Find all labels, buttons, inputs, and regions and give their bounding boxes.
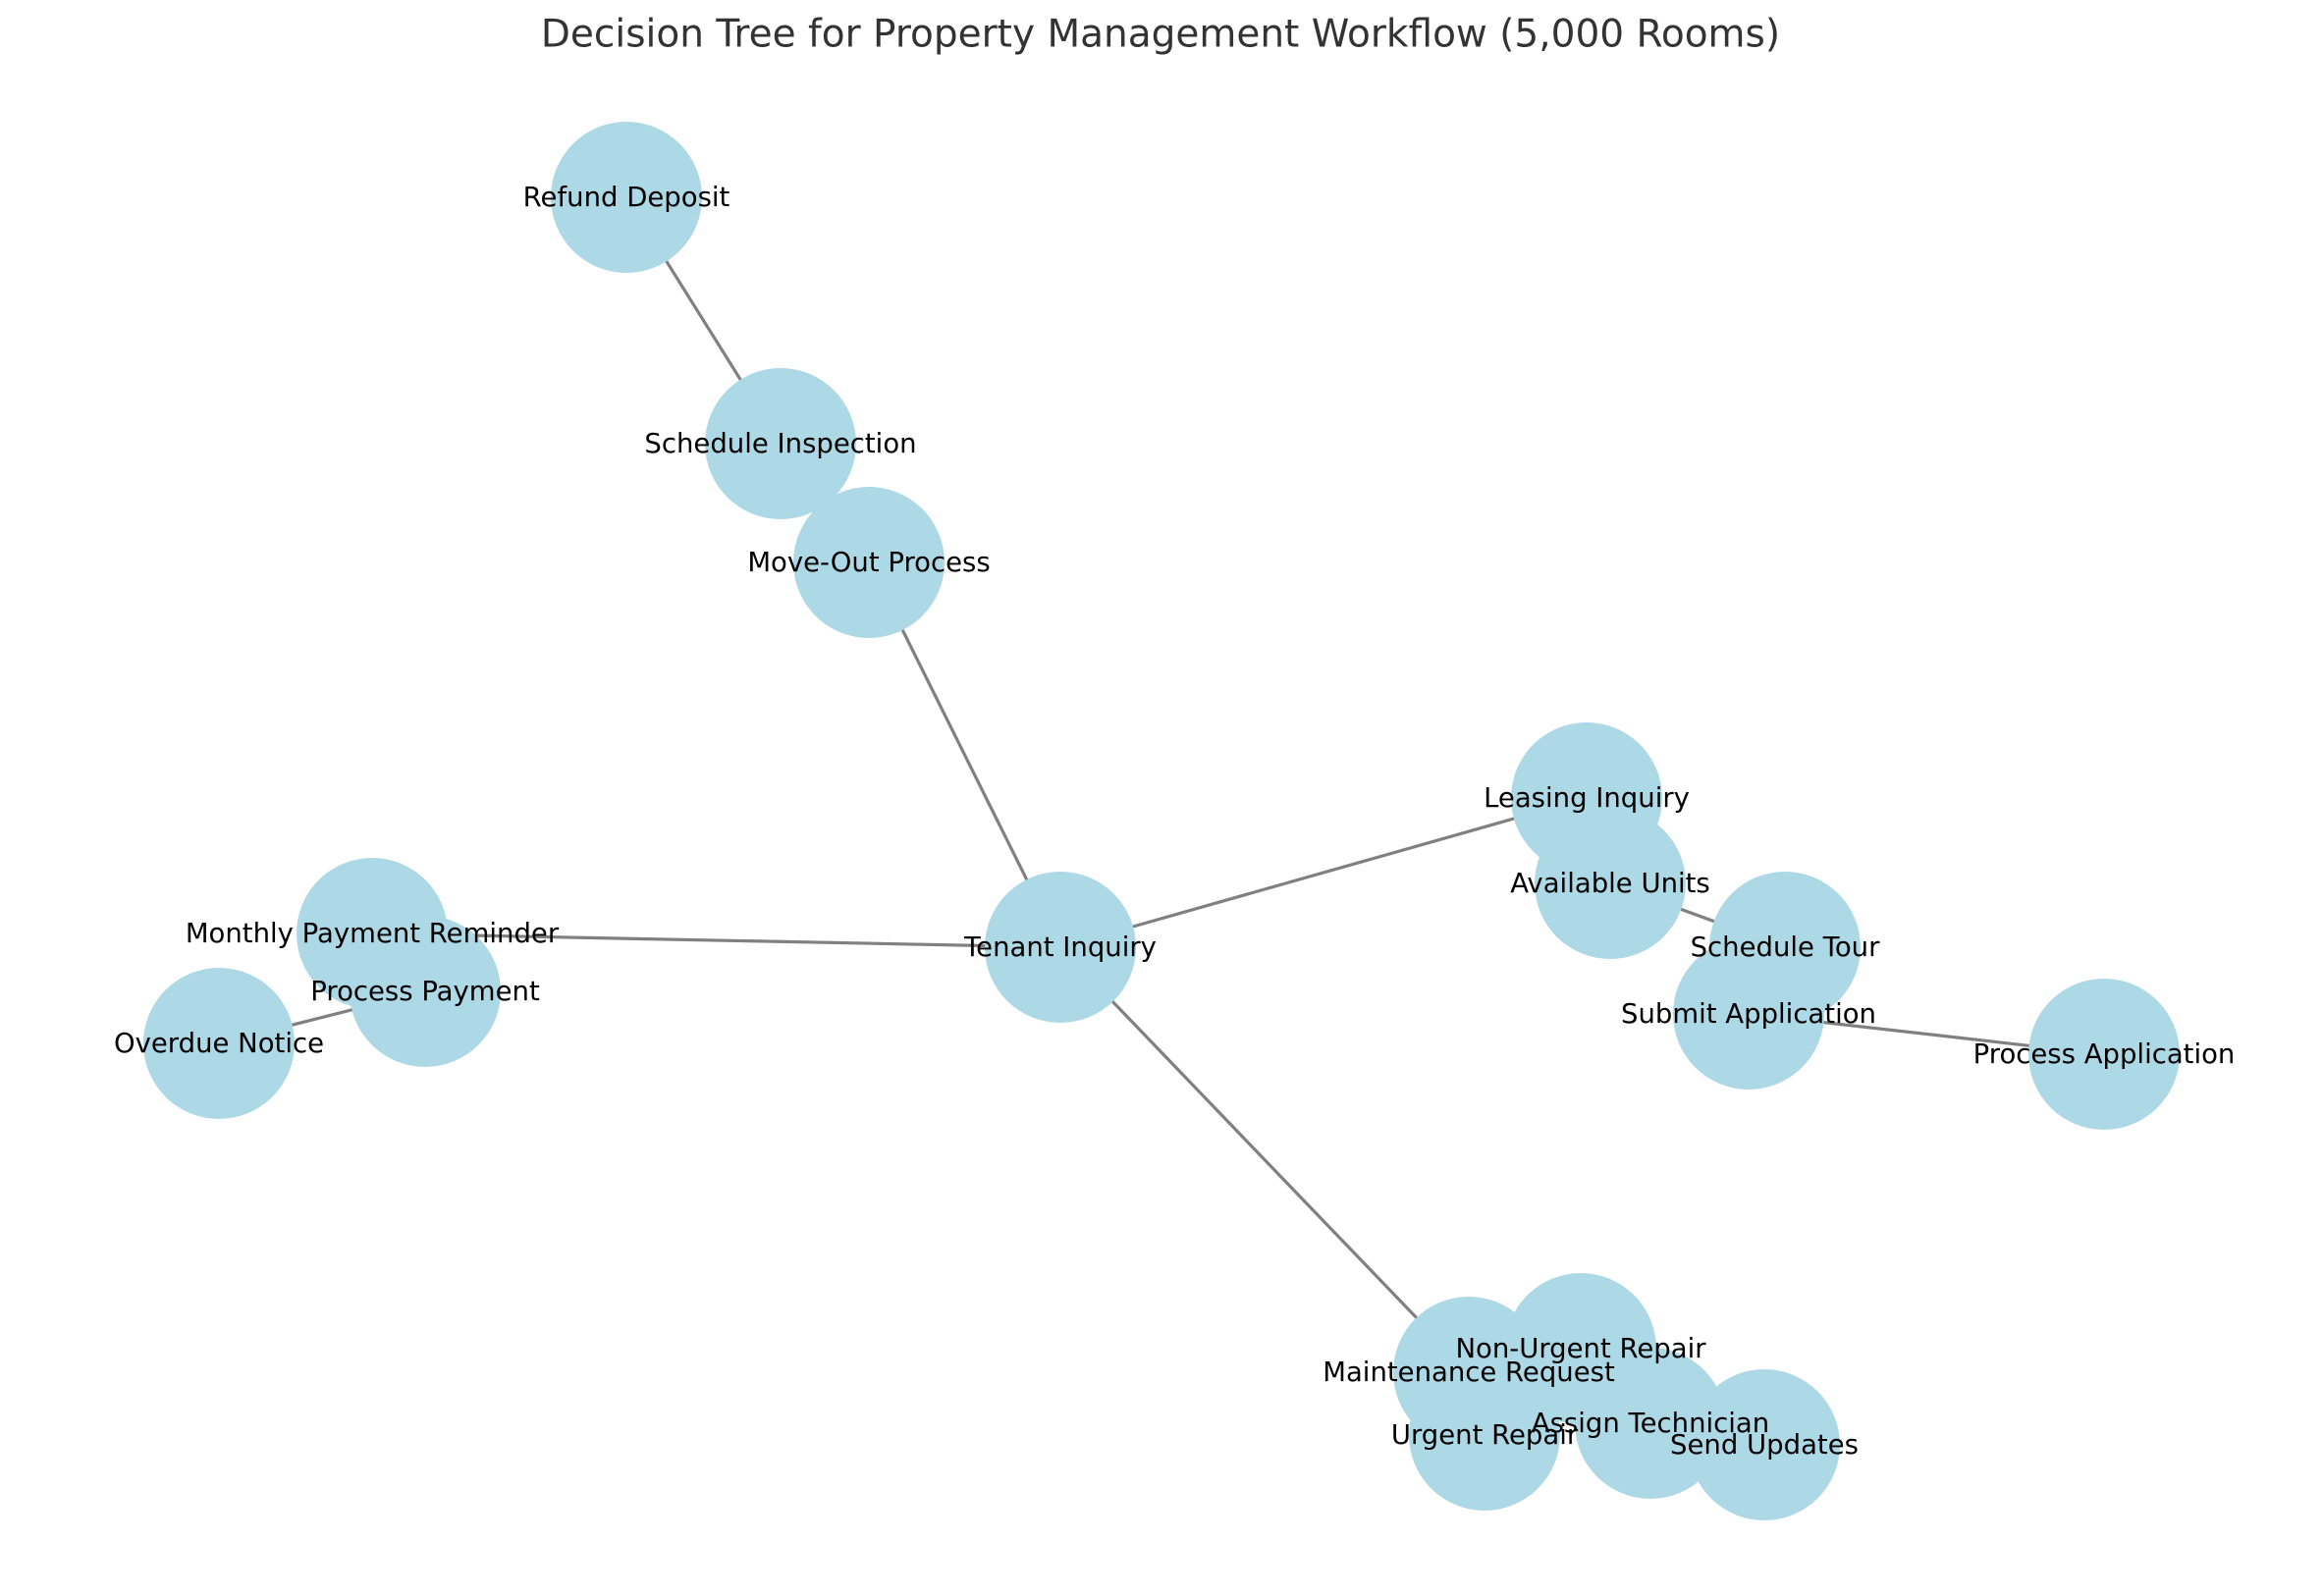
- node-label-tenant-inquiry: Tenant Inquiry: [963, 931, 1157, 963]
- node-label-send-updates: Send Updates: [1670, 1429, 1859, 1461]
- node-label-urgent-repair: Urgent Repair: [1391, 1419, 1579, 1451]
- node-label-schedule-inspection: Schedule Inspection: [644, 428, 916, 459]
- node-label-process-payment: Process Payment: [310, 976, 540, 1007]
- node-schedule-inspection: [705, 368, 856, 519]
- node-overdue-notice: [143, 968, 295, 1119]
- node-label-leasing-inquiry: Leasing Inquiry: [1484, 782, 1690, 814]
- figure-title: Decision Tree for Property Management Wo…: [541, 13, 1780, 57]
- node-label-non-urgent-repair: Non-Urgent Repair: [1455, 1333, 1706, 1364]
- node-label-schedule-tour: Schedule Tour: [1691, 931, 1880, 963]
- node-label-monthly-payment-reminder: Monthly Payment Reminder: [186, 918, 560, 949]
- edge-tenant-inquiry--monthly-payment-reminder: [371, 931, 1061, 949]
- edge-tenant-inquiry--maintenance-request: [1058, 945, 1471, 1374]
- node-move-out-process: [793, 487, 945, 638]
- node-label-overdue-notice: Overdue Notice: [114, 1028, 324, 1059]
- node-assign-technician: [1575, 1348, 1726, 1499]
- edge-tenant-inquiry--leasing-inquiry: [1059, 796, 1588, 949]
- node-label-move-out-process: Move-Out Process: [747, 547, 990, 578]
- node-label-process-application: Process Application: [1973, 1038, 2236, 1070]
- node-submit-application: [1673, 938, 1824, 1090]
- node-label-refund-deposit: Refund Deposit: [523, 182, 730, 213]
- node-available-units: [1535, 808, 1686, 959]
- nodes-layer: [143, 122, 2180, 1520]
- node-label-submit-application: Submit Application: [1621, 998, 1876, 1030]
- edges-layer: [218, 196, 2105, 1447]
- node-label-maintenance-request: Maintenance Request: [1323, 1357, 1615, 1388]
- node-refund-deposit: [551, 122, 702, 273]
- node-urgent-repair: [1409, 1359, 1560, 1511]
- node-process-payment: [350, 916, 501, 1067]
- node-label-assign-technician: Assign Technician: [1532, 1408, 1769, 1439]
- node-label-available-units: Available Units: [1510, 868, 1710, 899]
- node-tenant-inquiry: [985, 872, 1136, 1023]
- node-send-updates: [1689, 1369, 1840, 1520]
- node-process-application: [2028, 979, 2180, 1130]
